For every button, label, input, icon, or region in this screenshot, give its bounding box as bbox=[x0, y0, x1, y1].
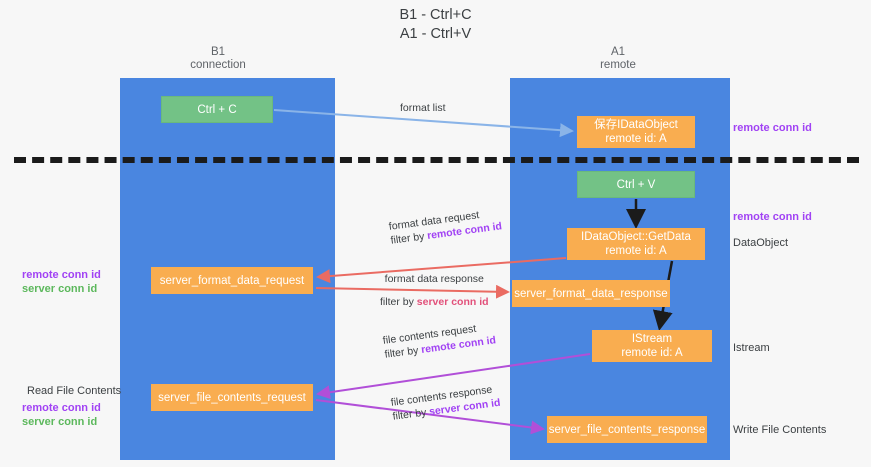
node-server-file-contents-request[interactable]: server_file_contents_request bbox=[151, 384, 313, 411]
column-header-b1-name: B1 bbox=[210, 46, 226, 58]
column-header-b1: B1 connection bbox=[150, 46, 286, 72]
annotation-left-server-conn-id: server conn id bbox=[22, 282, 98, 295]
node-istream[interactable]: IStream remote id: A bbox=[592, 330, 712, 362]
annotation-remote-conn-id-top: remote conn id bbox=[733, 122, 812, 134]
arrow-label-format-data-response-line2: filter by server conn id bbox=[380, 295, 489, 309]
annotation-left-conn-ids: remote conn id server conn id bbox=[22, 269, 101, 296]
annotation-read-file-contents: Read File Contents bbox=[27, 385, 122, 397]
arrow-label-format-list-text: format list bbox=[400, 102, 446, 114]
filter-emphasis: server conn id bbox=[416, 296, 489, 308]
annotation-istream: Istream bbox=[733, 342, 770, 354]
node-idataobject-line1: 保存IDataObject bbox=[594, 119, 678, 131]
node-server-format-data-response-label: server_format_data_response bbox=[514, 287, 668, 300]
phase-divider bbox=[14, 157, 859, 163]
node-server-file-contents-response[interactable]: server_file_contents_response bbox=[547, 416, 707, 443]
node-ctrl-v-label: Ctrl + V bbox=[616, 178, 656, 191]
node-ctrl-v[interactable]: Ctrl + V bbox=[577, 171, 695, 198]
title-line-2: A1 - Ctrl+V bbox=[399, 26, 472, 42]
arrow-label-format-data-response: format data response filter by server co… bbox=[380, 272, 489, 309]
node-getdata[interactable]: IDataObject::GetData remote id: A bbox=[567, 228, 705, 260]
annotation-dataobject: DataObject bbox=[733, 237, 789, 249]
node-idataobject[interactable]: 保存IDataObject remote id: A bbox=[577, 116, 695, 148]
arrow-label-format-data-response-line1: format data response bbox=[384, 273, 484, 285]
annotation-left-remote-conn-id-2: remote conn id bbox=[22, 402, 101, 414]
node-server-format-data-request-label: server_format_data_request bbox=[159, 274, 305, 287]
node-getdata-line1: IDataObject::GetData bbox=[581, 231, 691, 243]
arrow-label-format-list: format list bbox=[400, 101, 446, 115]
node-getdata-line2: remote id: A bbox=[605, 245, 667, 257]
node-server-file-contents-response-label: server_file_contents_response bbox=[548, 423, 706, 436]
node-istream-line2: remote id: A bbox=[621, 347, 683, 359]
title-line-1: B1 - Ctrl+C bbox=[399, 7, 472, 23]
column-header-b1-sub: connection bbox=[190, 59, 246, 71]
annotation-left-conn-ids-2: remote conn id server conn id bbox=[22, 402, 101, 429]
node-server-format-data-request[interactable]: server_format_data_request bbox=[151, 267, 313, 294]
node-idataobject-line2: remote id: A bbox=[605, 133, 667, 145]
node-server-format-data-response[interactable]: server_format_data_response bbox=[512, 280, 670, 307]
column-header-a1-sub: remote bbox=[600, 59, 636, 71]
column-header-a1-name: A1 bbox=[610, 46, 626, 58]
node-istream-line1: IStream bbox=[631, 333, 673, 345]
annotation-left-server-conn-id-2: server conn id bbox=[22, 415, 98, 428]
node-ctrl-c[interactable]: Ctrl + C bbox=[161, 96, 273, 123]
annotation-remote-conn-id-mid: remote conn id bbox=[733, 211, 812, 223]
filter-prefix: filter by bbox=[380, 296, 417, 308]
annotation-left-remote-conn-id: remote conn id bbox=[22, 269, 101, 281]
annotation-write-file-contents: Write File Contents bbox=[733, 424, 827, 436]
node-ctrl-c-label: Ctrl + C bbox=[197, 103, 237, 116]
page-title: B1 - Ctrl+C A1 - Ctrl+V bbox=[0, 6, 871, 44]
node-server-file-contents-request-label: server_file_contents_request bbox=[158, 391, 306, 404]
column-header-a1: A1 remote bbox=[550, 46, 686, 72]
